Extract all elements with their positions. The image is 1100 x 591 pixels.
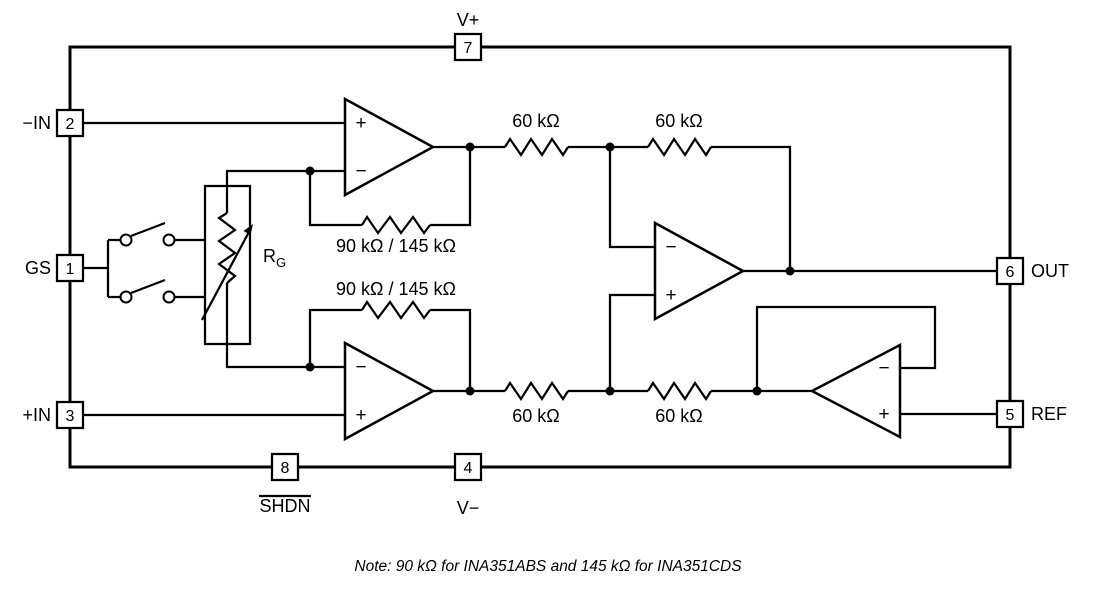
wire-switch-to-rg [174,238,205,299]
pin-label-ref: REF [1031,404,1067,424]
resistors [361,136,712,402]
wire-top-signal-path [433,145,792,271]
pin-box-5 [995,399,1025,429]
a4-plus-sign: + [878,404,889,425]
resistor-feedback-top [361,214,431,235]
label-60k-bottom-left: 60 kΩ [512,406,559,426]
pin-label-out: OUT [1031,261,1069,281]
gain-resistor-subscript: G [276,255,286,270]
pin-label-vplus: V+ [457,10,480,30]
a3-plus-sign: + [665,285,676,306]
opamp-a2 [343,340,436,442]
pin-number-3: 3 [66,408,75,425]
opamps: + − − + − + − + [343,96,902,442]
gain-resistor-name: R [263,246,276,266]
junction-dot [465,386,475,396]
opamp-a1 [343,96,436,198]
junction-dot [465,142,475,152]
gain-resistor-box [203,184,252,346]
switch-contact [119,233,133,247]
junction-dot [605,386,615,396]
pin-number-2: 2 [66,116,75,133]
junction-dot [305,362,315,372]
pin-number-5: 5 [1006,407,1015,424]
resistor-labels: 60 kΩ 60 kΩ 60 kΩ 60 kΩ 90 kΩ / 145 kΩ 9… [263,111,703,426]
pin-box-3 [55,400,85,430]
note-text: Note: 90 kΩ for INA351ABS and 145 kΩ for… [354,558,742,575]
resistor-60k-top-left [504,136,569,158]
a4-minus-sign: − [878,358,889,379]
switch-contact [162,290,176,304]
opamp-a4-buffer [809,342,902,440]
label-60k-top-left: 60 kΩ [512,111,559,131]
pins: 2 1 3 7 8 4 6 5 [55,32,1025,482]
junction-dot [305,166,315,176]
junction-dot [605,142,615,152]
pin-label-gs: GS [25,258,51,278]
pin-box-7 [453,32,483,62]
a3-minus-sign: − [665,237,676,258]
gain-resistor-rg [217,212,237,284]
a2-minus-sign: − [355,357,366,378]
pin-box-8 [270,452,300,482]
pin-box-2 [55,108,85,138]
wiper-arrowhead [243,224,253,235]
a1-plus-sign: + [355,113,366,134]
label-feedback-top: 90 kΩ / 145 kΩ [336,236,456,256]
wire-a4-feedback-loop [755,305,937,391]
pin-box-1 [55,253,85,283]
label-60k-bottom-right: 60 kΩ [655,406,702,426]
pin-number-1: 1 [66,261,75,278]
resistor-60k-bottom-left [504,380,569,402]
switch-contact [119,290,133,304]
pin-box-4 [453,452,483,482]
junction-dots [305,142,795,396]
resistor-60k-top-right [647,136,712,158]
pin-box-6 [995,256,1025,286]
potentiometer-wiper [201,229,251,321]
label-60k-top-right: 60 kΩ [655,111,702,131]
pin-number-4: 4 [464,460,473,477]
label-feedback-bottom: 90 kΩ / 145 kΩ [336,279,456,299]
wire-to-a3-minus [608,147,655,249]
pin-number-8: 8 [281,460,290,477]
pin-label-pin: +IN [22,405,51,425]
resistor-60k-bottom-right [647,380,712,402]
switch-blade-bottom [130,278,166,295]
junction-dot [752,386,762,396]
junction-dot [785,266,795,276]
pin-labels: −IN GS +IN V+ V− SHDN OUT REF [22,10,1069,518]
pin-label-nin: −IN [22,113,51,133]
pin-label-shdn: SHDN [259,496,310,516]
wire-to-a3-plus [608,293,655,391]
a2-plus-sign: + [355,405,366,426]
switch-contact [162,233,176,247]
gain-select-network [119,184,253,346]
opamp-a3 [653,220,746,322]
gain-resistor-label: RG [263,246,286,270]
a1-minus-sign: − [355,161,366,182]
wire-gs-branch [83,238,121,299]
pin-label-vminus: V− [457,498,480,518]
pin-number-7: 7 [464,40,473,57]
switch-blade-top [130,221,166,238]
pin-number-6: 6 [1006,264,1015,281]
resistor-feedback-bottom [361,299,431,320]
